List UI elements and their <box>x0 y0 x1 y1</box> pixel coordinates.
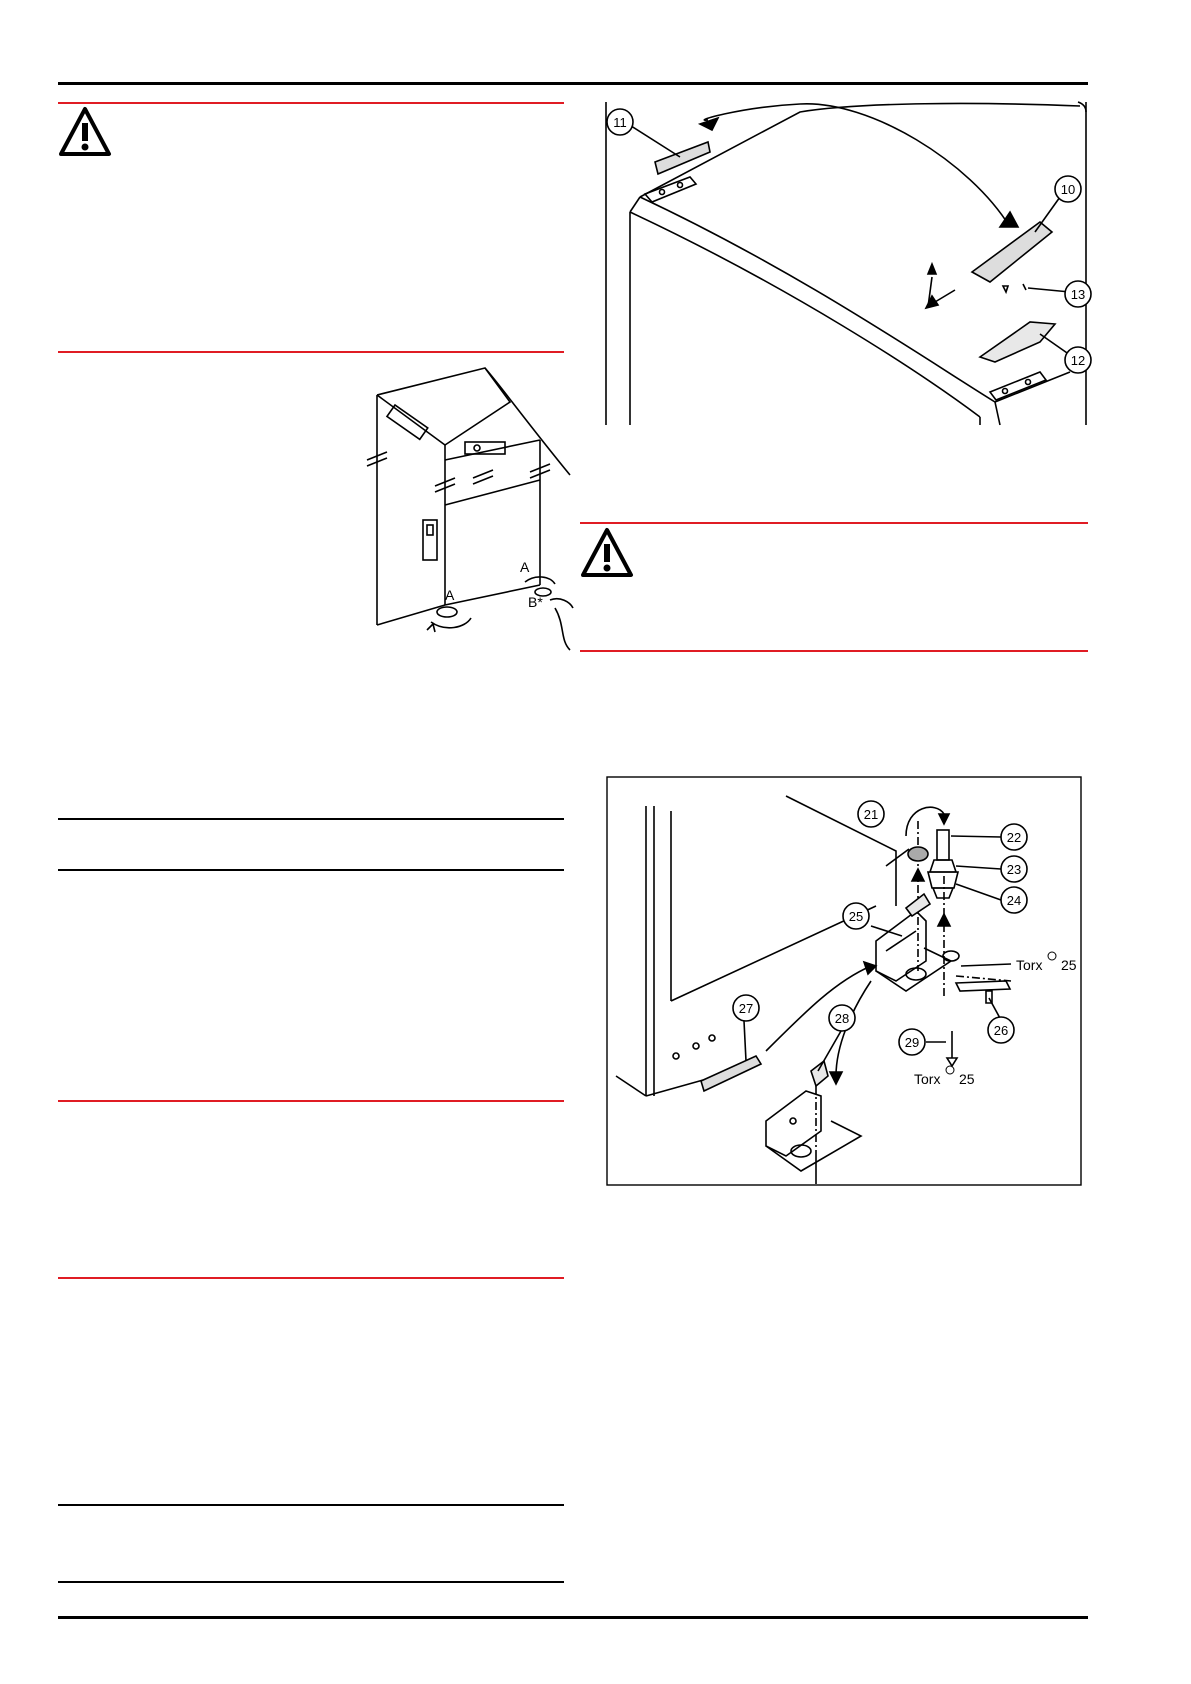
svg-text:26: 26 <box>994 1023 1008 1038</box>
callout-12: 12 <box>1064 346 1092 374</box>
svg-text:24: 24 <box>1007 893 1021 908</box>
warning-icon <box>581 528 633 577</box>
foot-label-a-left: A <box>445 587 455 603</box>
callout-10: 10 <box>1054 175 1082 203</box>
svg-text:25: 25 <box>849 909 863 924</box>
callout-27: 27 <box>732 994 760 1022</box>
svg-text:22: 22 <box>1007 830 1021 845</box>
section-divider-2 <box>58 869 564 871</box>
section-rule-2 <box>58 351 564 353</box>
svg-text:Torx: Torx <box>914 1071 940 1087</box>
svg-text:10: 10 <box>1061 182 1075 197</box>
svg-text:12: 12 <box>1071 353 1085 368</box>
callout-22: 22 <box>1000 823 1028 851</box>
callout-29: 29 <box>898 1028 926 1056</box>
section-divider-3 <box>58 1504 564 1506</box>
torx-label-bottom: Torx 25 <box>914 1065 975 1087</box>
callout-13: 13 <box>1064 280 1092 308</box>
svg-text:29: 29 <box>905 1035 919 1050</box>
svg-text:21: 21 <box>864 807 878 822</box>
callout-24: 24 <box>1000 886 1028 914</box>
bottom-hinge-figure: 21 22 23 24 25 26 27 28 29 Torx 25 Torx <box>606 776 1082 1186</box>
section-rule-6 <box>580 650 1088 652</box>
callout-28: 28 <box>828 1004 856 1032</box>
svg-text:Torx: Torx <box>1016 957 1042 973</box>
svg-text:28: 28 <box>835 1011 849 1026</box>
svg-text:25: 25 <box>959 1071 975 1087</box>
warning-icon <box>59 107 111 156</box>
callout-11: 11 <box>606 108 634 136</box>
foot-label-a-right: A <box>520 559 530 575</box>
svg-text:23: 23 <box>1007 862 1021 877</box>
section-rule-1 <box>58 102 564 104</box>
torx-label-top: Torx 25 <box>1016 951 1077 973</box>
callout-25: 25 <box>842 902 870 930</box>
svg-text:27: 27 <box>739 1001 753 1016</box>
section-divider-1 <box>58 818 564 820</box>
page-top-rule <box>58 82 1088 85</box>
section-rule-4 <box>58 1277 564 1279</box>
callout-26: 26 <box>987 1016 1015 1044</box>
svg-text:13: 13 <box>1071 287 1085 302</box>
cabinet-feet-figure: A A B* <box>366 367 574 651</box>
section-divider-4 <box>58 1581 564 1583</box>
section-rule-5 <box>580 522 1088 524</box>
callout-21: 21 <box>857 800 885 828</box>
callout-23: 23 <box>1000 855 1028 883</box>
page-bottom-rule <box>58 1616 1088 1619</box>
top-hinge-figure: 11 10 13 12 <box>605 101 1092 426</box>
section-rule-3 <box>58 1100 564 1102</box>
svg-text:11: 11 <box>613 115 627 130</box>
svg-text:25: 25 <box>1061 957 1077 973</box>
foot-label-b: B* <box>528 594 543 610</box>
